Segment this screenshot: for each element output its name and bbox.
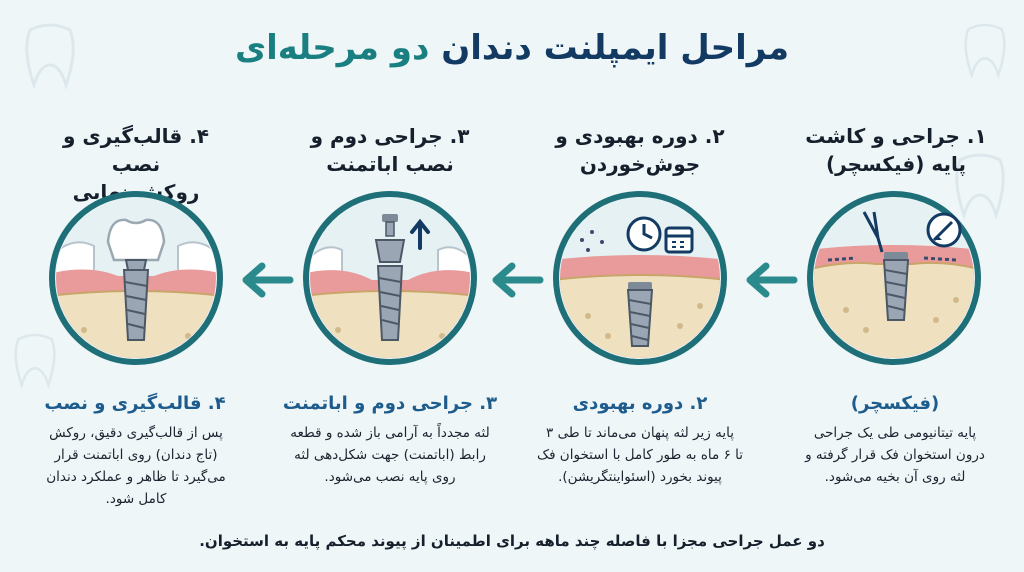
step-3-heading: ۳. جراحی دوم و نصب اباتمنت bbox=[310, 124, 470, 176]
implant-screw-icon bbox=[626, 282, 654, 347]
step-1-illustration bbox=[806, 190, 982, 366]
background-tooth-icon bbox=[964, 23, 1006, 80]
forceps-icon bbox=[862, 211, 884, 253]
arrow-left-icon bbox=[490, 262, 544, 298]
step-1-description: پایه تیتانیومی طی یک جراحی درون استخوان … bbox=[805, 425, 985, 485]
step-4-description: پس از قالب‌گیری دقیق، روکش (تاج دندان) ر… bbox=[46, 425, 226, 507]
title-accent: دو مرحله‌ای bbox=[234, 28, 430, 68]
step-3-illustration bbox=[302, 190, 478, 366]
step-3-description: لثه مجدداً به آرامی باز شده و قطعه رابط … bbox=[290, 425, 490, 485]
up-arrow-icon bbox=[410, 218, 430, 250]
background-tooth-icon bbox=[25, 23, 75, 90]
implant-screw-icon bbox=[376, 265, 404, 341]
step-1-heading: ۱. جراحی و کاشت پایه (فیکسچر) bbox=[805, 124, 987, 176]
step-2-description: پایه زیر لثه پنهان می‌ماند تا طی ۳ تا ۶ … bbox=[536, 425, 744, 485]
scalpel-icon bbox=[926, 212, 962, 248]
title-main: مراحل ایمپلنت دندان bbox=[441, 28, 790, 68]
arrow-left-icon bbox=[744, 262, 798, 298]
background-tooth-icon bbox=[955, 153, 1005, 220]
step-2-sub-title: ۲. دوره بهبودی bbox=[572, 393, 708, 414]
step-2-illustration bbox=[552, 190, 728, 366]
background-tooth-icon bbox=[14, 333, 56, 390]
abutment-icon bbox=[374, 214, 406, 263]
step-1-sub-title: (فیکسچر) bbox=[850, 393, 940, 414]
calendar-icon bbox=[664, 226, 694, 254]
step-4-illustration bbox=[48, 190, 224, 366]
crown-icon bbox=[106, 218, 166, 262]
step-3-sub-title: ۳. جراحی دوم و اباتمنت bbox=[282, 393, 498, 414]
arrow-left-icon bbox=[240, 262, 294, 298]
page-title: مراحل ایمپلنت دندان دو مرحله‌ای bbox=[0, 28, 1024, 68]
clock-icon bbox=[626, 216, 662, 252]
step-4-heading: ۴. قالب‌گیری و نصب روکش نهایی bbox=[62, 124, 210, 204]
implant-screw-icon bbox=[122, 259, 150, 341]
footer-note: دو عمل جراحی مجزا با فاصله چند ماهه برای… bbox=[199, 532, 825, 550]
step-4-sub-title: ۴. قالب‌گیری و نصب bbox=[44, 393, 226, 414]
implant-screw-icon bbox=[882, 252, 910, 321]
step-2-heading: ۲. دوره بهبودی و جوش‌خوردن bbox=[555, 124, 725, 176]
